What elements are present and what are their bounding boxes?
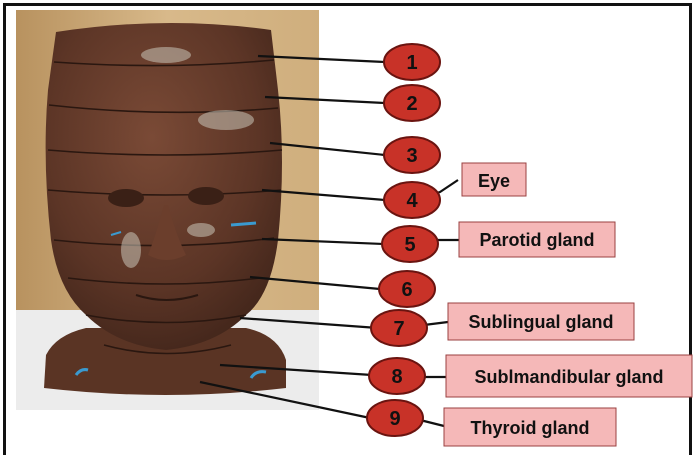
label-sublingual-gland: Sublingual gland <box>469 312 614 332</box>
badge-1: 1 <box>384 44 440 80</box>
badge-number: 3 <box>406 145 417 167</box>
badge-9: 9 <box>367 400 423 436</box>
badge-2: 2 <box>384 85 440 121</box>
badge-number: 6 <box>401 279 412 301</box>
badge-3: 3 <box>384 137 440 173</box>
badge-number: 8 <box>391 366 402 388</box>
label-box-thyroid: Thyroid gland <box>444 408 616 446</box>
label-thyroid-gland: Thyroid gland <box>471 418 590 438</box>
badge-8: 8 <box>369 358 425 394</box>
label-box-sublingual: Sublingual gland <box>448 303 634 340</box>
badge-7: 7 <box>371 310 427 346</box>
badge-number: 2 <box>406 93 417 115</box>
badge-number: 7 <box>393 318 404 340</box>
label-eye: Eye <box>478 171 510 191</box>
badge-number: 1 <box>406 52 417 74</box>
badge-number: 4 <box>406 190 418 212</box>
badge-5: 5 <box>382 226 438 262</box>
label-submandibular-gland: Sublmandibular gland <box>474 367 663 387</box>
label-box-eye: Eye <box>462 163 526 196</box>
label-parotid-gland: Parotid gland <box>479 230 594 250</box>
label-box-submandibular: Sublmandibular gland <box>446 355 692 397</box>
badge-number: 9 <box>389 408 400 430</box>
label-box-parotid: Parotid gland <box>459 222 615 257</box>
badge-4: 4 <box>384 182 440 218</box>
badge-number: 5 <box>404 234 415 256</box>
badge-6: 6 <box>379 271 435 307</box>
